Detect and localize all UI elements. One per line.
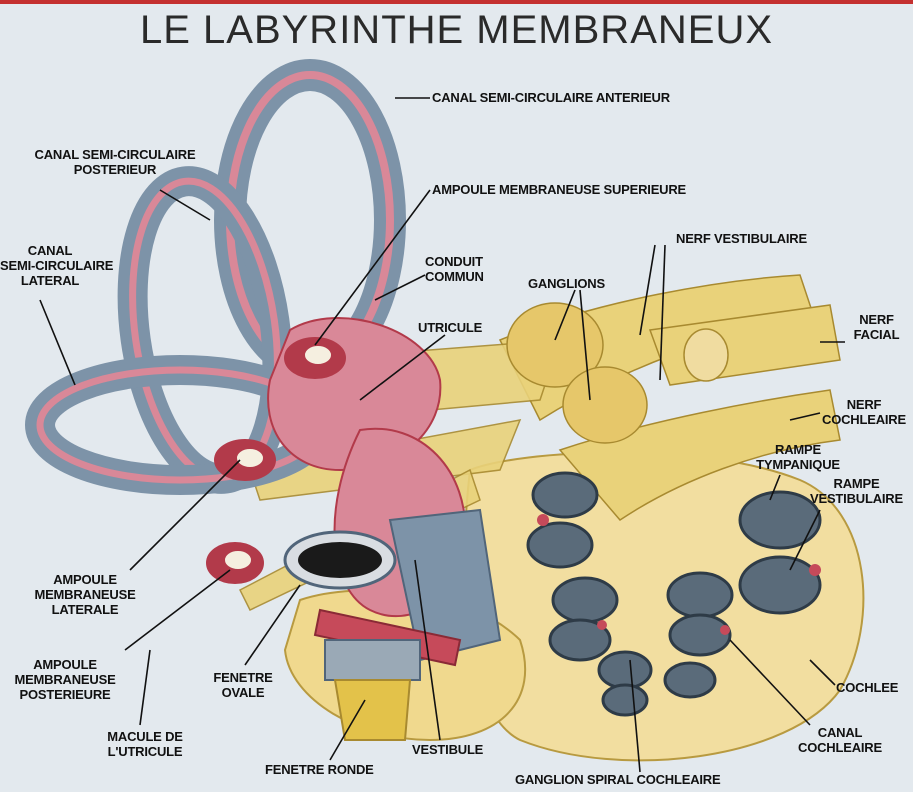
round-window [333,679,412,741]
label-nerf-cochleaire: NERF COCHLEAIRE [822,397,906,427]
top-border [0,0,913,4]
label-ampoule-posterieure: AMPOULE MEMBRANEUSE POSTERIEURE [14,657,116,702]
label-rampe-vestibulaire: RAMPE VESTIBULAIRE [810,476,903,506]
diagram-title: LE LABYRINTHE MEMBRANEUX [139,8,774,52]
ampullae [206,337,346,584]
bony-vestibule [388,508,502,662]
label-ampoule-laterale: AMPOULE MEMBRANEUSE LATERALE [34,572,136,617]
label-canal-cochleaire: CANAL COCHLEAIRE [798,725,882,755]
label-rampe-tympanique: RAMPE TYMPANIQUE [756,442,840,472]
label-canal-lateral: CANAL SEMI-CIRCULAIRE LATERAL [0,243,114,288]
label-fenetre-ovale: FENETRE OVALE [213,670,273,700]
label-utricule: UTRICULE [418,320,483,335]
label-ganglions: GANGLIONS [528,276,605,291]
label-nerf-facial: NERF FACIAL [853,312,900,342]
label-canal-anterieur: CANAL SEMI-CIRCULAIRE ANTERIEUR [432,90,670,105]
round-window-frame [324,639,421,681]
cochlear-turns [526,471,822,717]
label-macule-utricule: MACULE DE L'UTRICULE [107,729,183,759]
label-conduit-commun: CONDUIT COMMUN [425,254,484,284]
oval-window [283,530,397,590]
label-fenetre-ronde: FENETRE RONDE [265,762,374,777]
leader-lines [39,97,845,773]
label-canal-posterieur: CANAL SEMI-CIRCULAIRE POSTERIEUR [34,147,196,177]
facial-nerve-cut [683,328,729,382]
label-cochlee: COCHLEE [836,680,899,695]
label-vestibule: VESTIBULE [412,742,484,757]
ganglion-clusters [506,302,648,444]
label-ganglion-spiral: GANGLION SPIRAL COCHLEAIRE [515,772,721,787]
label-ampoule-superieure: AMPOULE MEMBRANEUSE SUPERIEURE [432,182,687,197]
posterior-canal [117,166,293,494]
cochlear-duct-marks [537,514,821,635]
cochlear-nerve [558,389,841,521]
vestibular-rod [313,608,462,667]
label-nerf-vestibulaire: NERF VESTIBULAIRE [676,231,807,246]
